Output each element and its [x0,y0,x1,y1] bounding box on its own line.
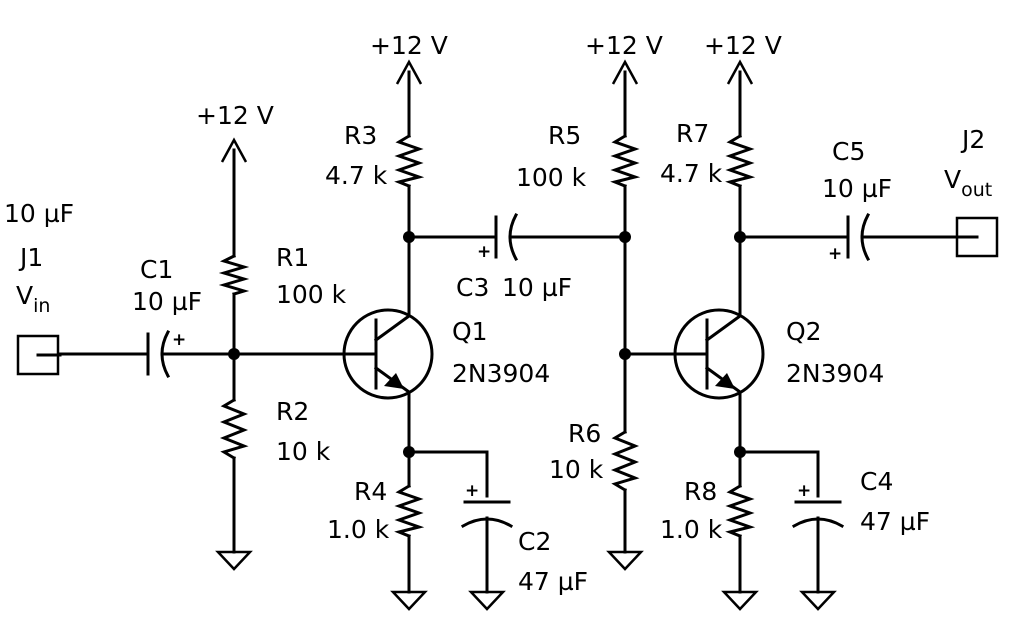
vcc-arrow-icon [220,137,248,163]
resistor-r4-icon [394,483,425,538]
j2-ref-label: J2 [960,125,985,154]
r1-value-label: 100 k [276,280,347,309]
connector-j2-icon [955,216,999,258]
r4-ref-label: R4 [354,477,387,506]
q1-value-label: 2N3904 [452,359,550,388]
vcc-arrow-icon [395,59,423,85]
r7-value-label: 4.7 k [660,159,723,188]
ground-icon [606,550,644,571]
resistor-r8-icon [725,483,756,538]
capacitor-c4-icon [791,500,845,529]
ground-symbols [215,550,837,611]
junction-dot [734,231,746,243]
resistor-r6-icon [610,429,640,493]
ground-icon [799,590,837,611]
r2-value-label: 10 k [276,437,331,466]
capacitors [146,212,871,529]
q2-value-label: 2N3904 [786,359,884,388]
c3-ref-label: C3 [456,273,489,302]
plus-mark: + [477,242,491,262]
j1-name: V [16,281,33,310]
capacitor-c2-icon [460,500,514,529]
r2-ref-label: R2 [276,397,309,426]
c4-ref-label: C4 [860,467,893,496]
vcc-label: +12 V [704,31,782,60]
wire-q1e-c2 [407,450,489,498]
plus-mark: + [797,481,811,501]
vcc-label: +12 V [585,31,663,60]
transistor-q1-icon [342,308,434,400]
r4-value-label: 1.0 k [327,515,390,544]
junction-dot [619,348,631,360]
junction-dot [403,231,415,243]
r5-value-label: 100 k [516,163,587,192]
junction-dot [403,446,415,458]
plus-mark: + [172,330,186,350]
junction-dot [619,231,631,243]
c1-value-label: 10 µF [132,287,202,316]
polarity-marks: + + + + + [172,242,842,501]
transistor-q2-icon [673,308,765,400]
r5-ref-label: R5 [548,121,581,150]
resistor-r5-icon [610,133,641,188]
junction-dots [228,231,746,458]
j2-name: V [944,165,961,194]
c5-ref-label: C5 [832,137,865,166]
r7-ref-label: R7 [676,119,709,148]
j2-sub: out [961,179,992,201]
capacitor-c1-icon [146,329,171,379]
ground-icon [390,590,428,611]
resistors [218,133,756,538]
resistor-r2-icon [219,397,249,461]
vcc-label: +12 V [196,101,274,130]
c3-value-label: 10 µF [502,273,572,302]
resistor-r3-icon [394,133,425,188]
labels: +12 V +12 V +12 V +12 V 10 µF J1 Vin C1 … [4,31,992,596]
plus-mark: + [465,481,479,501]
r6-ref-label: R6 [568,419,601,448]
capacitor-c5-icon [846,212,871,262]
c4-value-label: 47 µF [860,507,930,536]
connector-j1-icon [16,334,62,376]
vcc-arrow-icon [611,59,639,85]
j2-name-label: Vout [944,165,992,201]
r8-ref-label: R8 [684,477,717,506]
wire-q2e-c4 [738,450,820,498]
r6-value-label: 10 k [549,455,604,484]
resistor-r7-icon [725,133,756,188]
c5-value-label: 10 µF [822,174,892,203]
j1-ref-label: J1 [18,243,43,272]
capacitor-c3-icon [494,212,519,262]
ground-icon [721,590,759,611]
junction-dot [734,446,746,458]
ground-icon [468,590,506,611]
vcc-label: +12 V [370,31,448,60]
r3-ref-label: R3 [344,121,377,150]
q1-ref-label: Q1 [452,317,488,346]
wires [58,70,960,594]
c2-value-label: 47 µF [518,567,588,596]
j1-sub: in [33,295,50,317]
vcc-arrows [220,59,754,163]
stray-value-label: 10 µF [4,199,74,228]
r3-value-label: 4.7 k [325,161,388,190]
plus-mark: + [828,244,842,264]
vcc-arrow-icon [726,59,754,85]
r1-ref-label: R1 [276,243,309,272]
ground-icon [215,550,253,571]
j1-name-label: Vin [16,281,50,317]
q2-ref-label: Q2 [786,317,822,346]
resistor-r1-icon [218,253,250,296]
junction-dot [228,348,240,360]
c1-ref-label: C1 [140,255,173,284]
r8-value-label: 1.0 k [660,515,723,544]
c2-ref-label: C2 [518,527,551,556]
